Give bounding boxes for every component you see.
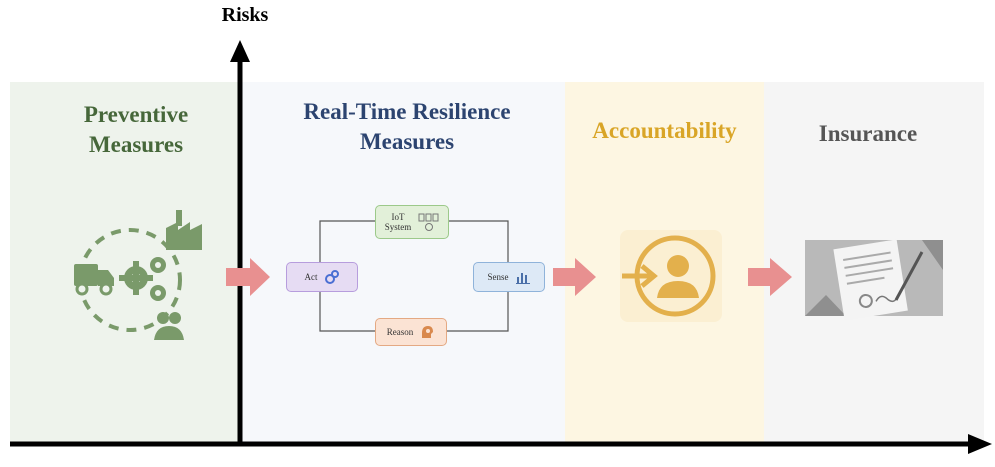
people-icon <box>154 312 184 340</box>
flow-arrow-1 <box>226 258 270 296</box>
gear-icon <box>119 257 166 301</box>
bar-chart-icon <box>515 273 530 284</box>
iot-system-label: IoT System <box>384 212 412 232</box>
sense-node: Sense <box>473 262 545 292</box>
accountability-icon <box>620 230 722 322</box>
y-axis-label: Risks <box>221 4 269 26</box>
gears-icon <box>324 270 339 284</box>
reason-label: Reason <box>386 327 414 337</box>
supply-chain-icon <box>74 210 202 340</box>
iot-system-node: IoT System <box>375 205 449 239</box>
flow-arrow-2 <box>553 258 596 296</box>
sense-label: Sense <box>487 272 509 282</box>
preventive-panel <box>10 82 242 444</box>
brain-head-icon <box>422 326 434 338</box>
truck-icon <box>74 264 114 296</box>
realtime-title: Real-Time Resilience Measures <box>303 99 511 154</box>
x-axis <box>10 434 992 454</box>
act-node: Act <box>286 262 358 292</box>
factory-icon <box>166 210 202 250</box>
insurance-title: Insurance <box>818 121 918 146</box>
reason-node: Reason <box>375 318 447 346</box>
y-axis <box>230 40 250 444</box>
cycle-connectors <box>319 220 509 332</box>
preventive-title: Preventive Measures <box>83 102 189 157</box>
flow-arrow-3 <box>748 258 792 296</box>
iot-device-icon <box>418 213 439 231</box>
act-label: Act <box>304 272 318 282</box>
accountability-title: Accountability <box>592 118 737 143</box>
insurance-document-image <box>805 239 943 321</box>
